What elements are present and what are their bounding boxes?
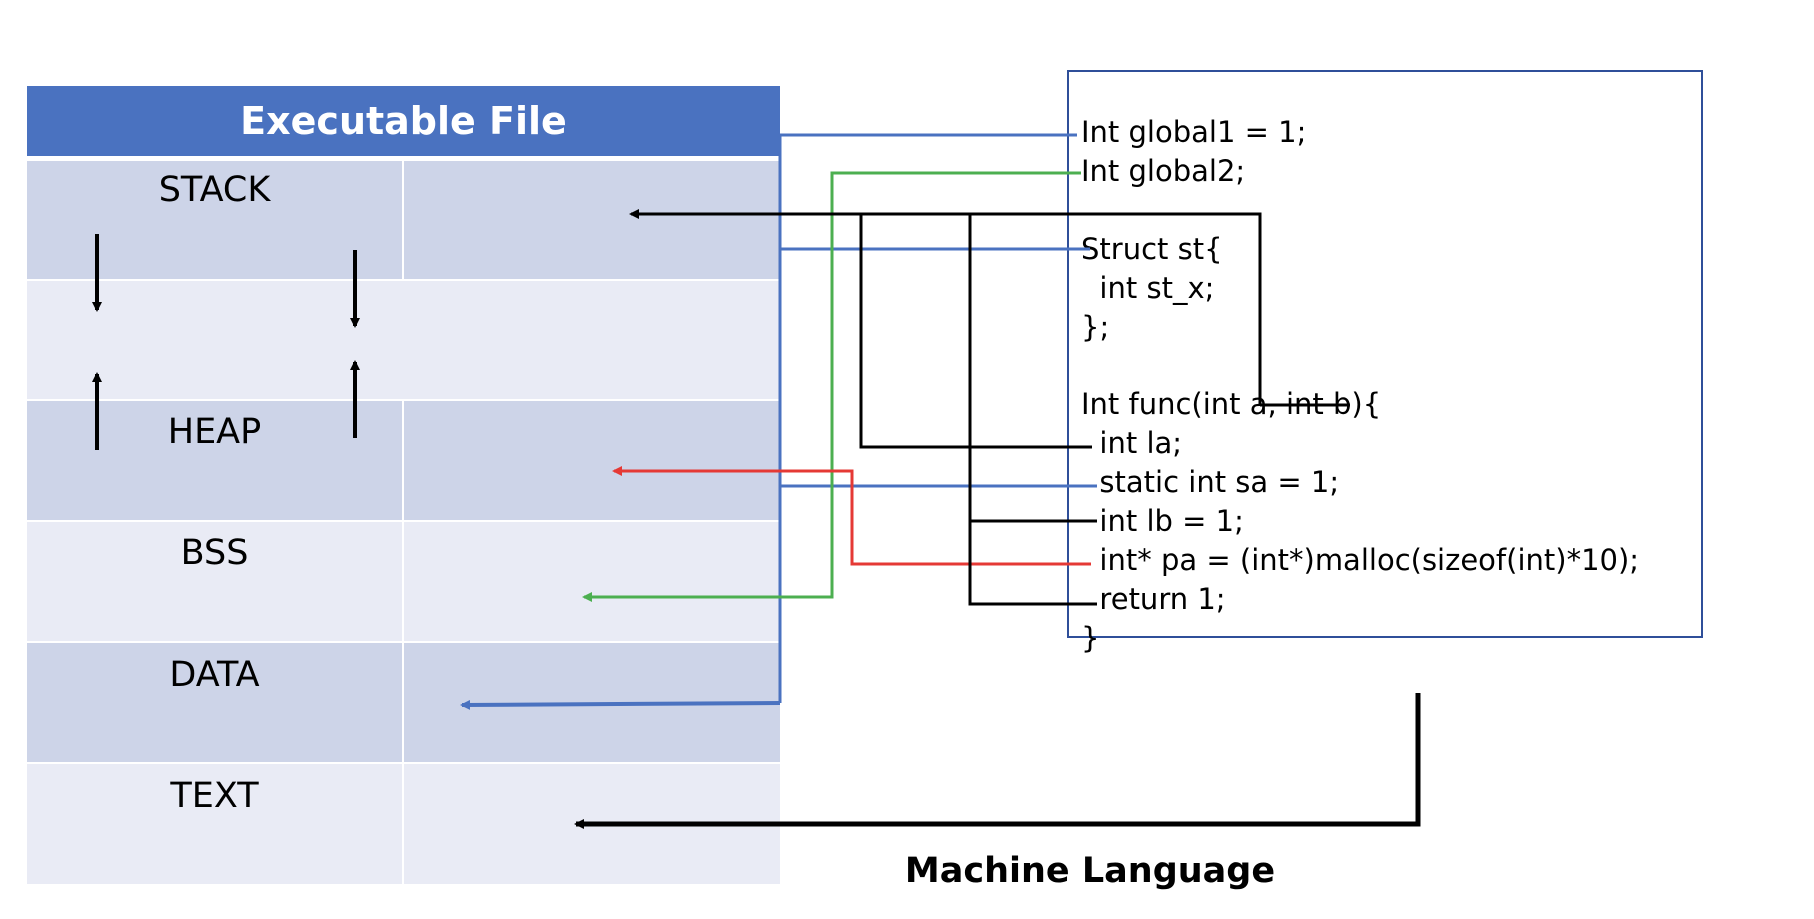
data-cell-left (27, 643, 402, 762)
code-line-global2: Int global2; (1081, 154, 1246, 188)
segment-label-bss: BSS (180, 533, 249, 573)
bss-cell-left (27, 522, 402, 641)
code-line-func: Int func(int a, int b){ (1081, 387, 1382, 421)
segment-label-data: DATA (169, 655, 260, 695)
segment-label-text: TEXT (170, 776, 259, 816)
machine-language-caption: Machine Language (904, 851, 1276, 891)
code-line-struct-end: }; (1081, 310, 1110, 344)
code-line-sa: static int sa = 1; (1081, 465, 1340, 499)
stack-cell-right (404, 161, 780, 279)
code-line-struct: Struct st{ (1081, 232, 1223, 266)
black-line-lb-return (968, 214, 1097, 606)
segment-label-heap: HEAP (167, 412, 262, 452)
code-line-pa: int* pa = (int*)malloc(sizeof(int)*10); (1081, 543, 1640, 577)
source-code-box (1067, 70, 1703, 638)
code-line-la: int la; (1081, 426, 1183, 460)
code-line-lb: int lb = 1; (1081, 504, 1244, 538)
code-line-global1: Int global1 = 1; (1081, 115, 1307, 149)
stack-cell-left (27, 161, 402, 279)
code-line-func-end: } (1081, 621, 1100, 655)
heap-cell-left (27, 401, 402, 520)
gap-cell (27, 281, 780, 399)
executable-file-header: Executable File (27, 86, 780, 156)
text-cell-left (27, 764, 402, 884)
segment-label-stack: STACK (158, 170, 271, 210)
black-line-params (629, 209, 1262, 405)
blue-arrow-data (460, 699, 781, 710)
code-line-return: return 1; (1081, 582, 1226, 616)
black-line-machine-language (574, 693, 1421, 829)
green-line-global2 (582, 171, 1081, 602)
black-line-la (859, 214, 1092, 449)
blue-line-global1 (778, 133, 1077, 703)
bss-cell-right (404, 522, 780, 641)
code-line-st-x: int st_x; (1081, 271, 1215, 305)
heap-cell-right (404, 401, 780, 520)
